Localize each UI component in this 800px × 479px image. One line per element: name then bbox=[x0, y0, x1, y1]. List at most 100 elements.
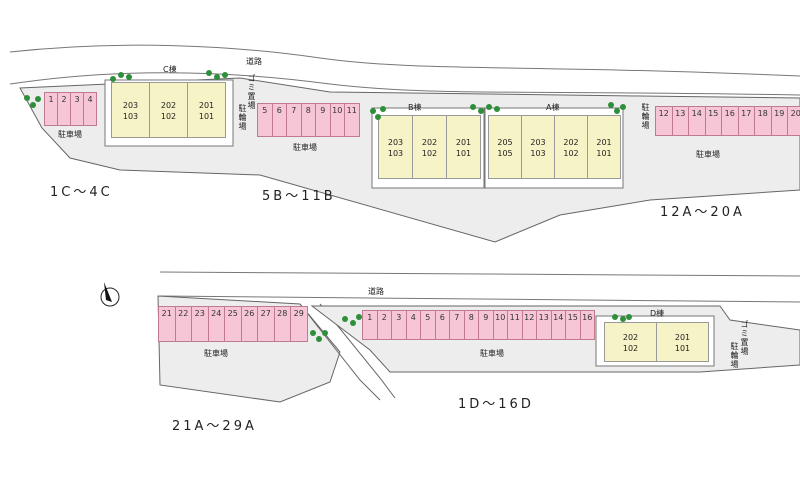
unit-number: 103 bbox=[530, 149, 546, 158]
road-lower-edge-2 bbox=[159, 295, 800, 303]
unit-number: 203 bbox=[122, 101, 139, 110]
tree-icon bbox=[342, 316, 348, 322]
road-upper-edge bbox=[9, 44, 800, 77]
tree-icon bbox=[322, 330, 328, 336]
range-label-a2: 21A～29A bbox=[172, 419, 257, 434]
parking-spot: 9 bbox=[478, 310, 494, 340]
road-upper-edge-2 bbox=[9, 72, 800, 96]
parking-label-b: 駐車場 bbox=[293, 143, 317, 152]
range-label-d: 1D～16D bbox=[458, 397, 534, 412]
building-c-label: C棟 bbox=[163, 65, 177, 74]
parking-spot: 25 bbox=[224, 306, 242, 342]
parking-spot: 28 bbox=[273, 306, 291, 342]
parking-spot: 13 bbox=[671, 106, 689, 136]
tree-icon bbox=[206, 70, 212, 76]
unit-number: 202 bbox=[421, 138, 438, 147]
parking-spot: 1 bbox=[44, 92, 58, 126]
tree-icon bbox=[620, 104, 626, 110]
tree-icon bbox=[356, 314, 362, 320]
unit-number: 103 bbox=[122, 112, 139, 121]
unit-number: 101 bbox=[674, 344, 691, 353]
unit-number: 102 bbox=[622, 344, 639, 353]
parking-label-a: 駐車場 bbox=[696, 150, 720, 159]
unit-number: 201 bbox=[455, 138, 472, 147]
range-label-a: 12A～20A bbox=[660, 205, 745, 220]
parking-spot: 16 bbox=[579, 310, 595, 340]
parking-spot: 29 bbox=[290, 306, 308, 342]
parking-spot: 3 bbox=[70, 92, 84, 126]
unit-number: 202 bbox=[563, 138, 579, 147]
tree-icon bbox=[370, 108, 376, 114]
unit-number: 103 bbox=[387, 149, 404, 158]
parking-spot: 18 bbox=[754, 106, 772, 136]
tree-icon bbox=[620, 316, 626, 322]
parking-spot: 8 bbox=[300, 103, 316, 137]
tree-icon bbox=[214, 74, 220, 80]
parking-spot: 11 bbox=[344, 103, 360, 137]
parking-spot: 1 bbox=[362, 310, 378, 340]
parking-spot: 9 bbox=[315, 103, 331, 137]
parking-spot: 14 bbox=[688, 106, 706, 136]
tree-icon bbox=[470, 104, 476, 110]
parking-spot: 24 bbox=[207, 306, 225, 342]
parking-spot: 6 bbox=[434, 310, 450, 340]
road-label-bottom: 道路 bbox=[368, 287, 384, 296]
building-a-label: A棟 bbox=[546, 103, 560, 112]
parking-spot: 15 bbox=[704, 106, 722, 136]
unit-number: 203 bbox=[530, 138, 546, 147]
tree-icon bbox=[316, 336, 322, 342]
parking-spot: 16 bbox=[721, 106, 739, 136]
tree-icon bbox=[626, 314, 632, 320]
tree-icon bbox=[494, 106, 500, 112]
parking-spot: 17 bbox=[737, 106, 755, 136]
parking-spot: 20 bbox=[787, 106, 800, 136]
diagonal-road bbox=[299, 303, 396, 401]
range-label-b: 5B～11B bbox=[262, 189, 336, 204]
road-label-top: 道路 bbox=[246, 57, 262, 66]
unit-number: 201 bbox=[198, 101, 215, 110]
parking-spot: 10 bbox=[492, 310, 508, 340]
tree-icon bbox=[118, 72, 124, 78]
parking-spot: 14 bbox=[550, 310, 566, 340]
tree-icon bbox=[30, 102, 36, 108]
tree-icon bbox=[486, 104, 492, 110]
unit-number: 201 bbox=[596, 138, 612, 147]
tree-icon bbox=[612, 314, 618, 320]
tree-icon bbox=[24, 95, 30, 101]
garbage-label-d: ゴミ置場 bbox=[740, 320, 749, 356]
tree-icon bbox=[375, 114, 381, 120]
tree-icon bbox=[110, 76, 116, 82]
tree-icon bbox=[222, 72, 228, 78]
unit-number: 202 bbox=[622, 333, 639, 342]
tree-icon bbox=[126, 74, 132, 80]
parking-spot: 6 bbox=[271, 103, 287, 137]
parking-spot: 21 bbox=[158, 306, 176, 342]
parking-spot: 2 bbox=[57, 92, 71, 126]
parking-spot: 15 bbox=[565, 310, 581, 340]
parking-spot: 5 bbox=[257, 103, 273, 137]
north-arrow-icon bbox=[100, 282, 120, 307]
tree-icon bbox=[614, 108, 620, 114]
parking-spot: 10 bbox=[329, 103, 345, 137]
road-lower-edge bbox=[159, 271, 800, 277]
parking-spot: 7 bbox=[286, 103, 302, 137]
bicycle-label-a: 駐輪場 bbox=[641, 103, 650, 130]
unit-number: 105 bbox=[497, 149, 513, 158]
parking-spot: 12 bbox=[655, 106, 673, 136]
tree-icon bbox=[350, 320, 356, 326]
unit-number: 101 bbox=[198, 112, 215, 121]
parking-spot: 4 bbox=[405, 310, 421, 340]
unit-number: 102 bbox=[421, 149, 438, 158]
parking-spot: 22 bbox=[174, 306, 192, 342]
parking-spot: 8 bbox=[463, 310, 479, 340]
